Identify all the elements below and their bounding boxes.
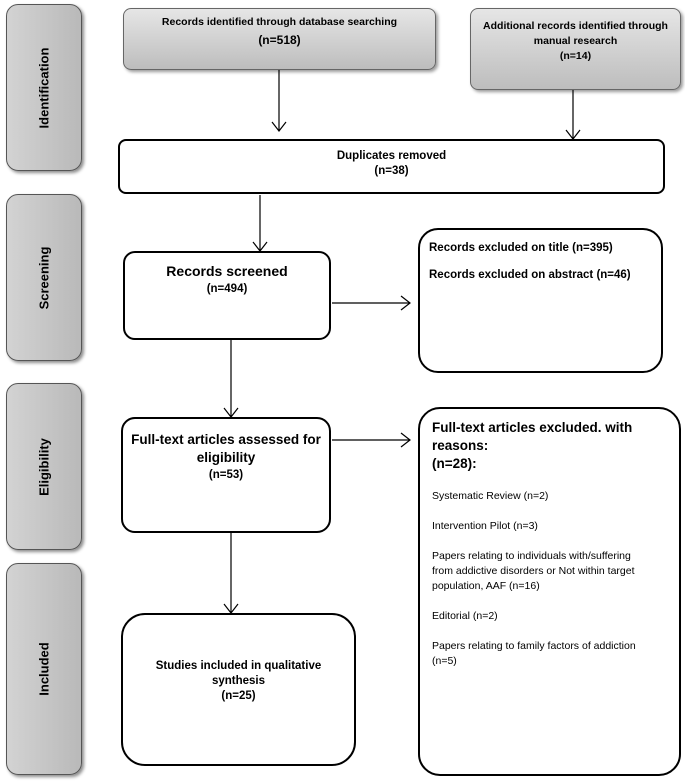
records-excluded-box: Records excluded on title (n=395) Record… [418, 228, 663, 373]
phase-identification: Identification [6, 4, 82, 171]
fulltext-label-2: eligibility [196, 450, 256, 465]
records-screened-box: Records screened (n=494) [123, 251, 331, 340]
included-count: (n=25) [221, 690, 256, 702]
reason-systematic-review: Systematic Review (n=2) [432, 490, 549, 502]
excluded-title-line: Records excluded on title (n=395) [429, 242, 613, 254]
included-label-1: Studies included in qualitative [155, 660, 322, 672]
studies-included-box: Studies included in qualitative synthesi… [121, 613, 356, 766]
screened-label: Records screened [166, 263, 288, 279]
reason-family-factors-1: Papers relating to family factors of add… [432, 640, 636, 652]
phase-screening: Screening [6, 194, 82, 361]
fulltext-excluded-heading-2: (n=28): [432, 456, 477, 471]
duplicates-count: (n=38) [374, 165, 409, 177]
reason-intervention-pilot: Intervention Pilot (n=3) [432, 520, 538, 532]
phase-label: Eligibility [36, 437, 52, 496]
fulltext-assessed-box: Full-text articles assessed for eligibil… [121, 417, 331, 533]
fulltext-count: (n=53) [208, 469, 244, 481]
reason-editorial: Editorial (n=2) [432, 610, 498, 622]
fulltext-label-1: Full-text articles assessed for [131, 432, 321, 447]
reason-family-factors-2: (n=5) [432, 655, 457, 667]
manual-records-label-1: Additional records identified through [483, 20, 668, 32]
duplicates-removed-box: Duplicates removed (n=38) [118, 139, 665, 194]
reason-addictive-disorders-2: from addictive disorders or Not within t… [432, 565, 635, 577]
manual-records-label-2: manual research [533, 35, 618, 47]
manual-records-box: Additional records identified through ma… [470, 8, 681, 90]
database-records-label: Records identified through database sear… [161, 16, 398, 28]
phase-eligibility: Eligibility [6, 383, 82, 550]
excluded-abstract-line: Records excluded on abstract (n=46) [429, 269, 631, 281]
reason-addictive-disorders-1: Papers relating to individuals with/suff… [432, 550, 631, 562]
exclusion-reasons-list: Systematic Review (n=2) Intervention Pil… [432, 489, 679, 669]
phase-label: Screening [36, 246, 52, 309]
duplicates-label: Duplicates removed [336, 150, 447, 162]
fulltext-excluded-heading-1: Full-text articles excluded. with reason… [432, 420, 633, 453]
included-label-2: synthesis [211, 675, 266, 687]
database-records-count: (n=518) [258, 33, 301, 47]
phase-included: Included [6, 563, 82, 775]
manual-records-count: (n=14) [559, 50, 592, 62]
phase-label: Included [36, 642, 52, 696]
reason-addictive-disorders-3: population, AAF (n=16) [432, 580, 540, 592]
screened-count: (n=494) [206, 283, 248, 295]
fulltext-excluded-box: Full-text articles excluded. with reason… [418, 407, 681, 776]
database-records-box: Records identified through database sear… [123, 8, 436, 70]
phase-label: Identification [36, 47, 52, 128]
